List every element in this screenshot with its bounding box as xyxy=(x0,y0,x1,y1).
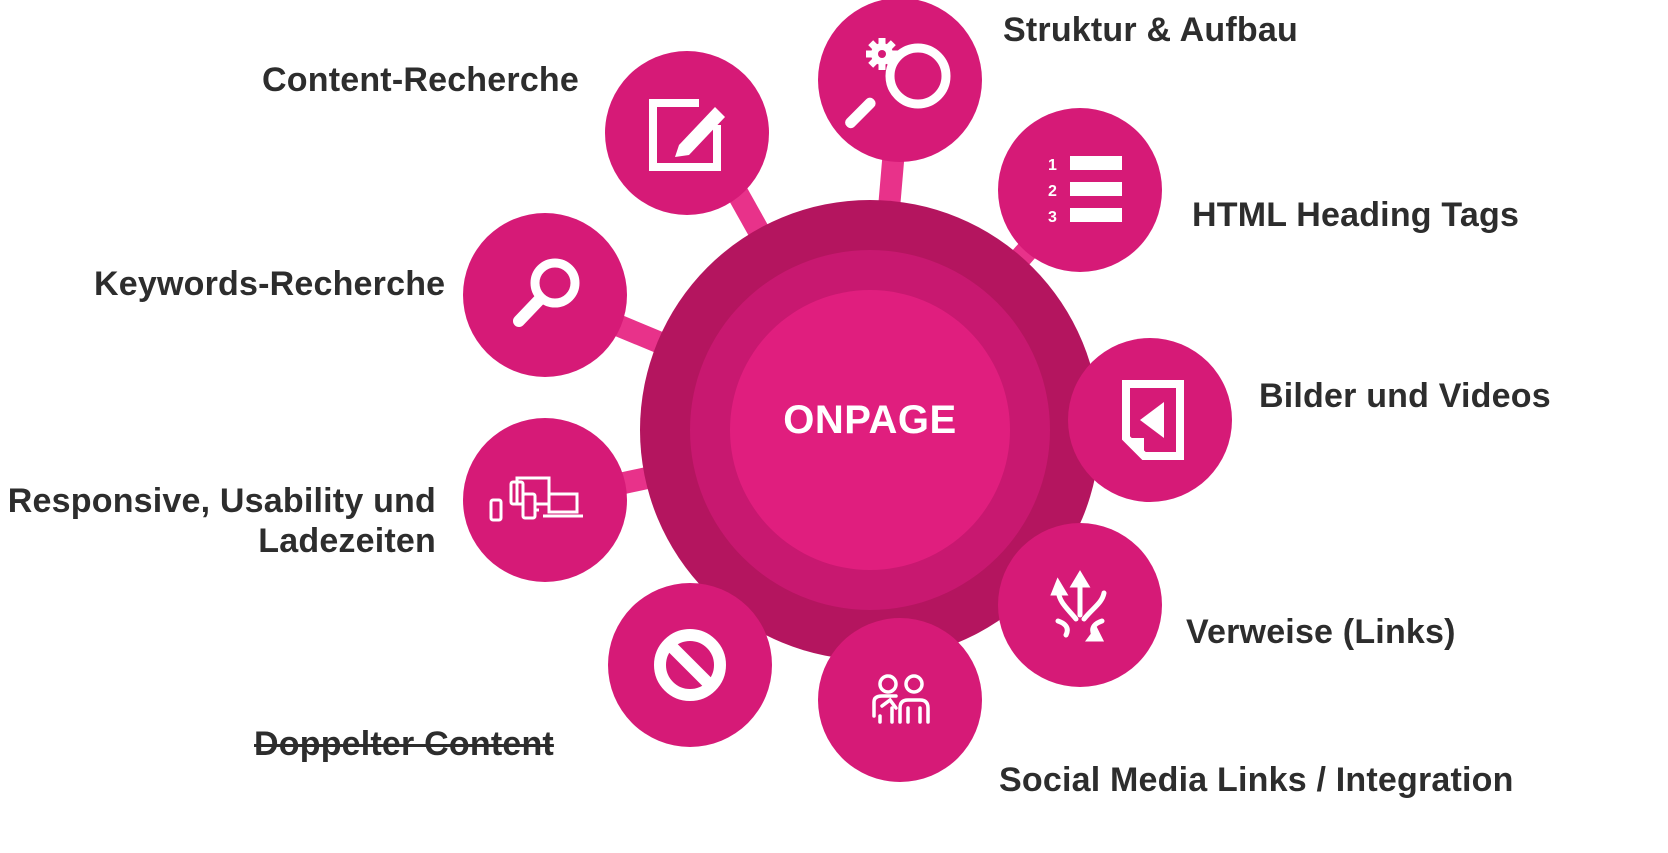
node-struktur-aufbau[interactable] xyxy=(818,0,982,162)
center-label: ONPAGE xyxy=(783,398,957,442)
label-content-recherche: Content-Recherche xyxy=(262,61,580,99)
node-social-media[interactable] xyxy=(818,618,982,782)
hub-core xyxy=(730,290,1010,570)
label-keywords-recherche: Keywords-Recherche xyxy=(94,265,446,303)
list-number-2: 2 xyxy=(1048,183,1057,200)
gear-search-icon xyxy=(845,38,951,129)
label-responsive-line2: Ladezeiten xyxy=(258,522,436,560)
media-file-icon xyxy=(1122,380,1184,460)
label-html-heading-tags: HTML Heading Tags xyxy=(1192,196,1520,234)
node-responsive[interactable] xyxy=(463,418,627,582)
node-content-recherche[interactable] xyxy=(605,51,769,215)
label-bilder-videos: Bilder und Videos xyxy=(1259,377,1551,415)
prohibited-icon xyxy=(654,629,726,701)
list-number-3: 3 xyxy=(1048,209,1057,226)
numbered-list-icon: 1 2 3 xyxy=(1048,156,1122,226)
people-icon xyxy=(872,674,930,724)
label-responsive: Responsive, Usability und Ladezeiten xyxy=(6,481,436,561)
label-struktur-aufbau: Struktur & Aufbau xyxy=(1003,11,1298,49)
magnifier-icon xyxy=(513,258,580,327)
label-social-media: Social Media Links / Integration xyxy=(999,761,1514,799)
label-verweise: Verweise (Links) xyxy=(1186,613,1456,651)
list-number-1: 1 xyxy=(1048,157,1057,174)
label-doppelter-content: Doppelter Content xyxy=(254,725,554,763)
label-responsive-line1: Responsive, Usability und xyxy=(7,482,436,520)
devices-icon xyxy=(489,476,583,522)
edit-square-icon xyxy=(649,99,725,171)
split-arrows-icon xyxy=(1050,570,1107,642)
